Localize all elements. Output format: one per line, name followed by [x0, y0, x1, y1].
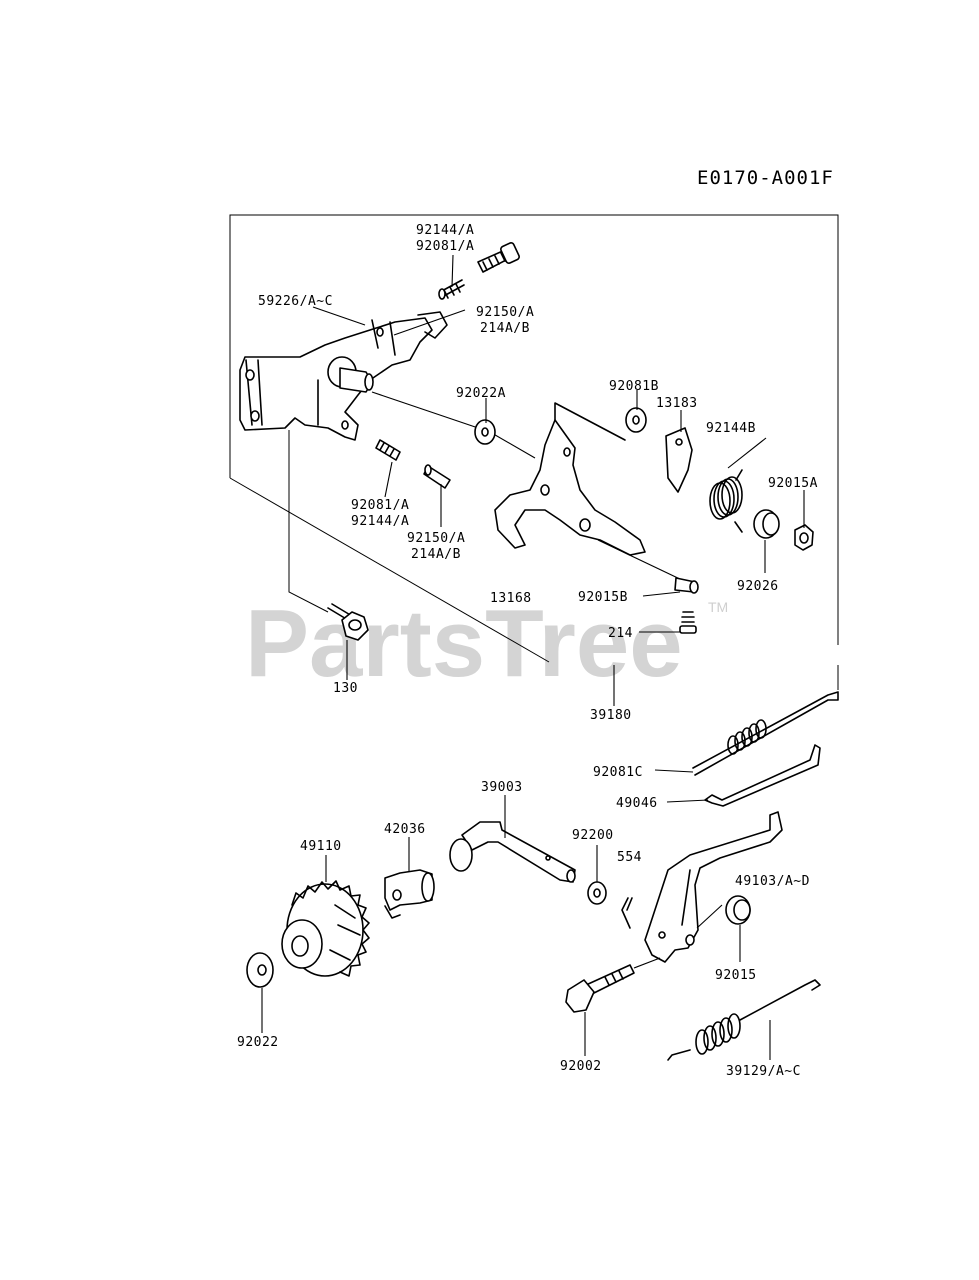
label-39129: 39129/A~C	[726, 1064, 801, 1079]
label-92022a: 92022A	[456, 386, 506, 401]
label-39003: 39003	[481, 780, 523, 795]
governor-bracket	[239, 311, 448, 441]
spring-collar-nut	[709, 469, 814, 551]
label-92081a-mid: 92081/A	[351, 498, 409, 513]
nut-92015	[725, 895, 751, 925]
top-screw-and-spring	[438, 242, 520, 300]
trademark-mark: TM	[708, 599, 728, 615]
label-554: 554	[617, 850, 642, 865]
label-13183: 13183	[656, 396, 698, 411]
spring-39129	[667, 979, 821, 1061]
label-49110: 49110	[300, 839, 342, 854]
diagram-id: E0170-A001F	[697, 167, 834, 189]
label-42036: 42036	[384, 822, 426, 837]
label-92002: 92002	[560, 1059, 602, 1074]
label-92150a-top: 92150/A	[476, 305, 534, 320]
label-92081a-top: 92081/A	[416, 239, 474, 254]
label-92015a: 92015A	[768, 476, 818, 491]
label-49046: 49046	[616, 796, 658, 811]
mid-screws	[375, 439, 451, 489]
label-92015b: 92015B	[578, 590, 628, 605]
washer-and-pin	[587, 881, 633, 929]
bolt-130	[288, 430, 369, 641]
label-92144a-top: 92144/A	[416, 223, 474, 238]
label-92144b: 92144B	[706, 421, 756, 436]
bolt-92002	[565, 957, 661, 1013]
label-92081c: 92081C	[593, 765, 643, 780]
holder-42036	[384, 869, 435, 919]
governor-lever-assembly	[371, 391, 699, 634]
label-92022: 92022	[237, 1035, 279, 1050]
label-92081b: 92081B	[609, 379, 659, 394]
label-130: 130	[333, 681, 358, 696]
label-13168: 13168	[490, 591, 532, 606]
frame-lines	[229, 214, 839, 690]
label-49103: 49103/A~D	[735, 874, 810, 889]
washer-92022	[246, 952, 274, 988]
governor-lever	[644, 811, 783, 963]
governor-shaft	[449, 821, 576, 883]
label-92200: 92200	[572, 828, 614, 843]
label-39180: 39180	[590, 708, 632, 723]
label-59226: 59226/A~C	[258, 294, 333, 309]
watermark-text: PartsTree	[245, 590, 683, 697]
label-92144a-mid: 92144/A	[351, 514, 409, 529]
part-labels: 92144/A 92081/A 59226/A~C 92150/A 214A/B…	[237, 223, 818, 1079]
rods	[692, 691, 839, 807]
label-92026: 92026	[737, 579, 779, 594]
label-214: 214	[608, 626, 633, 641]
label-92015: 92015	[715, 968, 757, 983]
label-214ab-top: 214A/B	[480, 321, 530, 336]
label-92150a-mid: 92150/A	[407, 531, 465, 546]
leader-lines	[261, 254, 805, 1060]
governor-gear	[281, 880, 370, 977]
label-214ab-mid: 214A/B	[411, 547, 461, 562]
